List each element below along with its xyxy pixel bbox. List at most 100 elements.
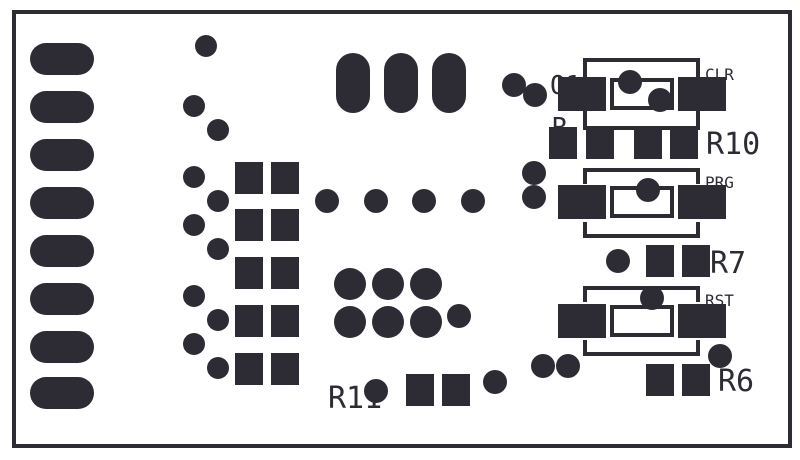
- via: [364, 189, 388, 213]
- edge-pad: [30, 235, 94, 267]
- button-pad: [558, 304, 606, 338]
- clr-button-footprint: [558, 58, 726, 130]
- button-pad: [678, 304, 726, 338]
- button-silk-outline: [583, 286, 700, 356]
- label-r10: R10: [706, 127, 760, 162]
- prg-button-footprint: [558, 168, 726, 238]
- header-2x3: [334, 268, 471, 338]
- via: [364, 379, 388, 403]
- button-silk-outline: [583, 168, 700, 238]
- oval-pad: [432, 53, 466, 113]
- via: [618, 70, 642, 94]
- header-pad: [334, 268, 366, 300]
- smd-pad: [549, 127, 577, 159]
- edge-pad: [30, 377, 94, 409]
- via: [523, 83, 547, 107]
- edge-pad: [30, 187, 94, 219]
- smd-pad: [235, 209, 263, 241]
- via: [183, 285, 205, 307]
- header-pad: [372, 268, 404, 300]
- via: [461, 189, 485, 213]
- via: [207, 309, 229, 331]
- smd-pad: [682, 245, 710, 277]
- smd-pad: [406, 374, 434, 406]
- smd-pad: [634, 127, 662, 159]
- r7-footprint: [646, 245, 710, 277]
- button-pad: [558, 185, 606, 219]
- via: [207, 357, 229, 379]
- via: [522, 161, 546, 185]
- label-clr: CLR: [705, 65, 734, 84]
- via: [531, 354, 555, 378]
- smd-pad: [271, 209, 299, 241]
- button-pad: [558, 77, 606, 111]
- label-r11: R11: [328, 381, 382, 416]
- button-body: [610, 305, 674, 337]
- via: [183, 166, 205, 188]
- via: [207, 238, 229, 260]
- via: [183, 333, 205, 355]
- via: [483, 370, 507, 394]
- edge-pad: [30, 283, 94, 315]
- smd-pad: [646, 245, 674, 277]
- smd-pad: [271, 162, 299, 194]
- via: [195, 35, 217, 57]
- via: [556, 354, 580, 378]
- label-rst: RST: [705, 291, 734, 310]
- label-r6: R6: [718, 364, 754, 399]
- edge-pad: [30, 43, 94, 75]
- smd-pad: [586, 127, 614, 159]
- smd-pad: [235, 162, 263, 194]
- smd-pad: [670, 127, 698, 159]
- smd-pad: [235, 257, 263, 289]
- r10-footprint: [549, 127, 698, 159]
- smd-pad: [235, 353, 263, 385]
- smd-pad: [271, 305, 299, 337]
- edge-connector: [30, 43, 94, 409]
- via: [183, 214, 205, 236]
- vias-middle-row: [315, 189, 485, 213]
- smd-pad: [235, 305, 263, 337]
- oval-pad: [336, 53, 370, 113]
- smd-pad: [646, 364, 674, 396]
- smd-pad: [271, 353, 299, 385]
- via: [708, 344, 732, 368]
- r6-footprint: [646, 364, 710, 396]
- via: [502, 73, 526, 97]
- via: [640, 286, 664, 310]
- button-body: [610, 78, 674, 110]
- via: [207, 190, 229, 212]
- smd-pad: [682, 364, 710, 396]
- label-prg: PRG: [705, 173, 734, 192]
- edge-pad: [30, 331, 94, 363]
- label-r7: R7: [710, 246, 746, 281]
- via: [606, 249, 630, 273]
- r11-footprint: [364, 370, 507, 406]
- header-pad: [372, 306, 404, 338]
- via: [522, 185, 546, 209]
- via: [207, 119, 229, 141]
- via: [183, 95, 205, 117]
- smd-pad: [271, 257, 299, 289]
- board-outline: [12, 10, 792, 448]
- oval-pads: [336, 53, 466, 113]
- oval-pad: [384, 53, 418, 113]
- vias-left: [183, 35, 229, 379]
- header-pad: [410, 306, 442, 338]
- vias-right-center: [502, 73, 732, 378]
- via: [648, 88, 672, 112]
- rst-button-footprint: [558, 286, 726, 356]
- button-pad: [678, 185, 726, 219]
- via: [447, 304, 471, 328]
- via: [412, 189, 436, 213]
- via: [315, 189, 339, 213]
- button-pad: [678, 77, 726, 111]
- smd-pads-left: [235, 162, 299, 385]
- edge-pad: [30, 139, 94, 171]
- header-pad: [334, 306, 366, 338]
- smd-pad: [442, 374, 470, 406]
- via: [636, 178, 660, 202]
- header-pad: [410, 268, 442, 300]
- edge-pad: [30, 91, 94, 123]
